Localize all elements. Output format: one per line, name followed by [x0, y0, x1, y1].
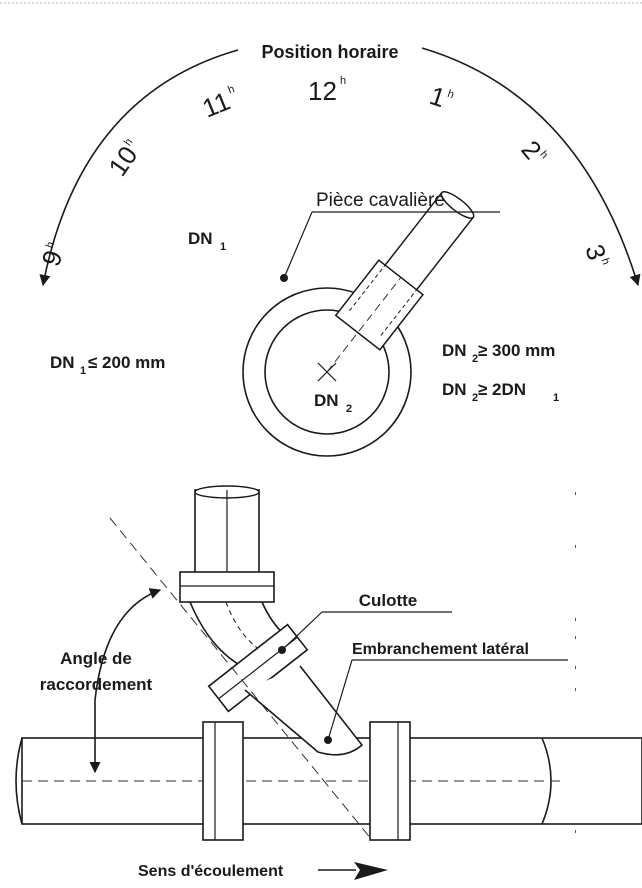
- svg-text:DN: DN: [50, 353, 75, 372]
- svg-text:h: h: [599, 257, 612, 267]
- embranchement-leader: [327, 659, 353, 741]
- dn2-condition-1: DN 2 ≥ 300 mm: [442, 341, 555, 365]
- svg-text:10: 10: [102, 141, 143, 182]
- culotte-label: Culotte: [359, 591, 418, 610]
- svg-text:2: 2: [346, 403, 352, 415]
- hour-mark-2: 2 h: [515, 135, 550, 165]
- hour-mark-11: 11 h: [198, 83, 236, 123]
- angle-label-line-1: Angle de: [60, 649, 132, 668]
- elbow-outer: [189, 601, 246, 669]
- svg-text:DN: DN: [188, 229, 213, 248]
- main-pipe-outer-ring: [242, 287, 412, 457]
- embranchement-label: Embranchement latéral: [352, 641, 529, 658]
- svg-text:12: 12: [308, 76, 337, 106]
- flow-arrow-icon: [354, 862, 388, 880]
- dn1-inner-label: DN 1: [188, 229, 226, 253]
- dn2-condition-2: DN 2 ≥ 2DN 1: [442, 380, 559, 404]
- svg-text:≥ 2DN: ≥ 2DN: [478, 380, 526, 399]
- dn1-condition: DN 1 ≤ 200 mm: [50, 353, 165, 377]
- svg-text:DN: DN: [442, 380, 467, 399]
- clock-diagram: Position horaire 9 h 10 h 11 h 12 h 1 h …: [35, 42, 641, 457]
- svg-text:2: 2: [472, 392, 478, 404]
- right-collar: [369, 721, 411, 841]
- svg-text:2: 2: [515, 135, 547, 165]
- hour-mark-1: 1 h: [426, 80, 456, 113]
- clock-arc-left: [39, 49, 239, 287]
- svg-text:h: h: [446, 88, 456, 101]
- culotte-leader: [281, 611, 323, 651]
- clock-arc-right: [421, 47, 641, 287]
- branch-axis: [109, 517, 373, 841]
- svg-text:1: 1: [553, 392, 559, 404]
- hour-mark-3: 3 h: [579, 241, 612, 267]
- clock-title: Position horaire: [261, 42, 398, 62]
- svg-text:h: h: [44, 240, 57, 250]
- hour-mark-10: 10 h: [102, 136, 143, 182]
- svg-text:h: h: [226, 83, 236, 96]
- flow-label: Sens d'écoulement: [138, 863, 284, 880]
- hour-mark-12: 12 h: [308, 75, 346, 106]
- branch-pipe-top: [326, 191, 475, 373]
- piece-label: Pièce cavalière: [316, 190, 445, 211]
- svg-text:h: h: [122, 136, 135, 148]
- main-pipe-left-end: [15, 737, 23, 825]
- svg-text:DN: DN: [442, 341, 467, 360]
- svg-text:2: 2: [472, 353, 478, 365]
- angle-arc: [94, 588, 162, 701]
- svg-text:1: 1: [220, 241, 226, 253]
- svg-text:≤ 200 mm: ≤ 200 mm: [88, 353, 165, 372]
- svg-text:DN: DN: [314, 391, 339, 410]
- hour-mark-9: 9 h: [35, 240, 68, 270]
- svg-text:1: 1: [426, 80, 449, 113]
- dn2-inner-label: DN 2: [314, 391, 352, 415]
- lateral-branch: [244, 665, 364, 756]
- left-collar: [202, 721, 244, 841]
- angle-label-line-2: raccordement: [40, 675, 153, 694]
- main-pipe-inner-ring: [264, 309, 390, 435]
- svg-text:1: 1: [80, 365, 86, 377]
- piece-leader: [283, 211, 313, 279]
- svg-text:≥ 300 mm: ≥ 300 mm: [478, 341, 555, 360]
- branch-diagram: Culotte Embranchement latéral Angle de r…: [15, 485, 642, 880]
- svg-text:h: h: [340, 75, 346, 87]
- scan-marks: [575, 492, 576, 833]
- vertical-collar: [179, 571, 275, 603]
